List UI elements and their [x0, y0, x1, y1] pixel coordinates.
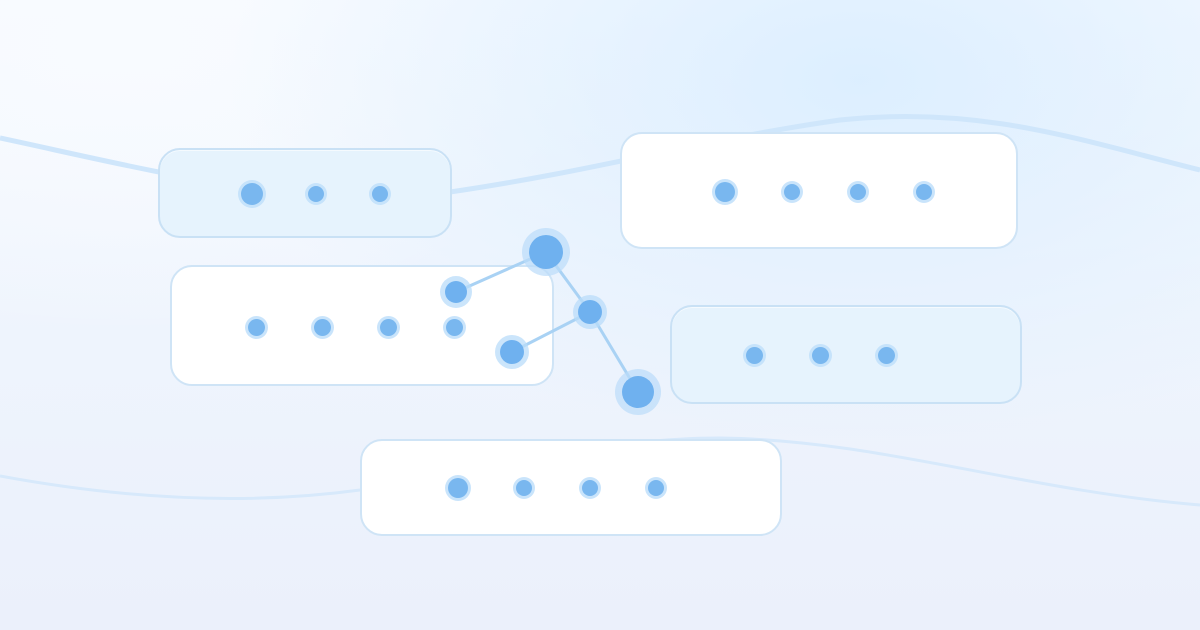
card-dot — [380, 319, 397, 336]
card-dot — [582, 480, 598, 496]
network-node — [529, 235, 563, 269]
card-middle-left — [170, 265, 554, 386]
card-dot — [241, 183, 263, 205]
card-dot — [448, 478, 468, 498]
card-dot — [248, 319, 265, 336]
card-dot — [784, 184, 800, 200]
card-dot — [878, 347, 895, 364]
card-dot — [746, 347, 763, 364]
card-bottom — [360, 439, 782, 536]
card-dot — [648, 480, 664, 496]
card-middle-right — [670, 305, 1022, 404]
card-dot — [446, 319, 463, 336]
network-node — [622, 376, 654, 408]
card-dot — [372, 186, 388, 202]
card-dot — [916, 184, 932, 200]
card-dot — [812, 347, 829, 364]
network-node — [445, 281, 467, 303]
card-dot — [516, 480, 532, 496]
network-node — [578, 300, 602, 324]
card-dot — [715, 182, 735, 202]
card-dot — [308, 186, 324, 202]
network-node — [500, 340, 524, 364]
card-dot — [314, 319, 331, 336]
card-top-right — [620, 132, 1018, 249]
card-dot — [850, 184, 866, 200]
card-top-left — [158, 148, 452, 238]
